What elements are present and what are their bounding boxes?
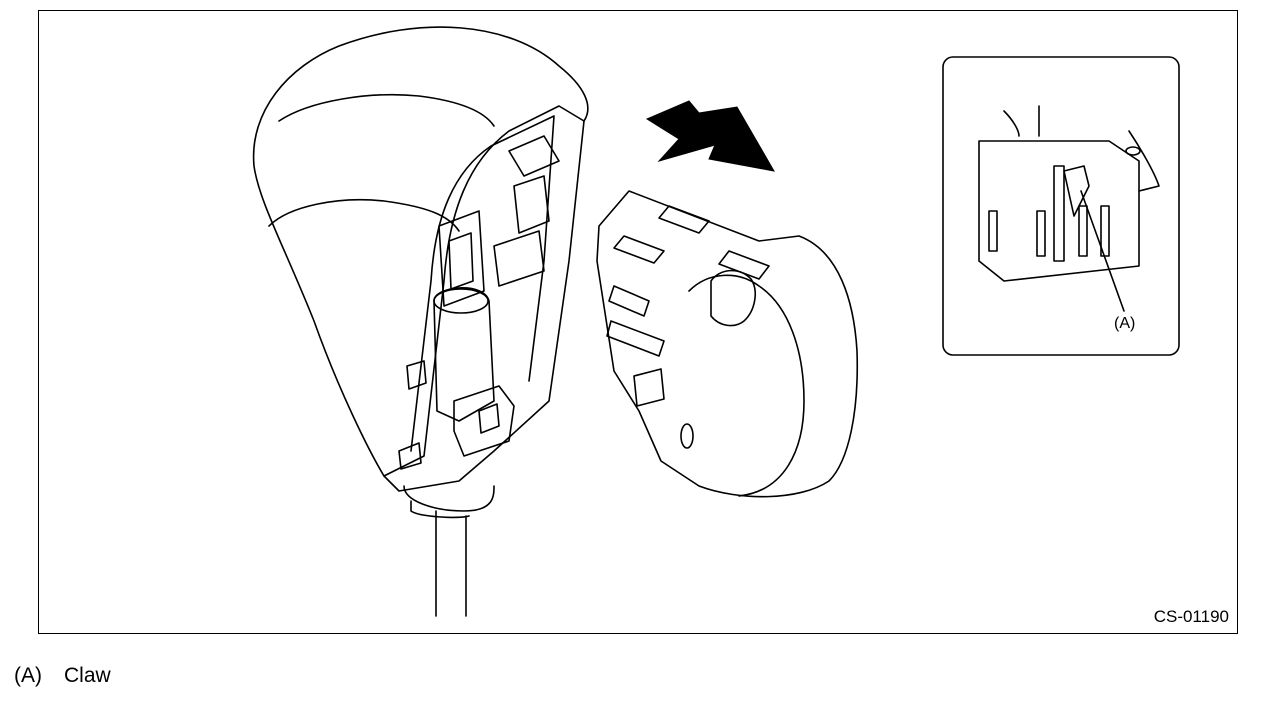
- cover-side-slot-2: [606, 320, 665, 357]
- sleeve-clip: [453, 385, 515, 457]
- knob-internal-slot: [448, 232, 474, 290]
- knob-collar: [403, 485, 495, 512]
- legend-key: (A): [14, 664, 42, 687]
- sleeve-clip-window: [478, 403, 500, 434]
- shift-knob-shell: [252, 26, 589, 477]
- removed-cover: [596, 190, 859, 498]
- shaft-sleeve-top: [433, 288, 489, 314]
- shift-knob-highlight: [268, 198, 460, 232]
- inset-slot-3: [1100, 205, 1110, 257]
- figure-frame: (A) CS-01190: [38, 10, 1238, 634]
- diagram-illustration: [252, 26, 1180, 617]
- knob-rim: [383, 105, 585, 492]
- cover-side-slot: [608, 285, 650, 317]
- inset-frame: [942, 56, 1180, 356]
- removal-direction-arrow: [645, 100, 775, 172]
- inset-slot-2: [1078, 205, 1088, 257]
- knob-internal-rib: [438, 210, 485, 307]
- inset-part-body: [978, 140, 1140, 282]
- inset-slot-5: [1036, 210, 1046, 257]
- cover-side-tab: [633, 368, 665, 407]
- inset-slot: [1053, 165, 1065, 262]
- inset-part-right: [1128, 130, 1160, 192]
- cover-top-slot: [658, 205, 710, 234]
- knob-internal-tab: [508, 135, 560, 177]
- knob-internal-tab-2: [513, 175, 550, 234]
- knob-collar-lower: [410, 500, 470, 519]
- inset-hole: [1125, 146, 1141, 156]
- cover-oval-hole: [680, 423, 694, 449]
- legend: (A) Claw: [14, 664, 111, 688]
- cover-top-slot-3: [718, 250, 770, 280]
- cover-front-face: [688, 274, 805, 497]
- cover-boss: [710, 269, 756, 327]
- knob-internal-tab-3: [493, 230, 545, 287]
- legend-text: Claw: [64, 664, 111, 687]
- inset-claw: [1063, 165, 1090, 217]
- shaft-sleeve: [433, 287, 495, 422]
- inset-slot-4: [988, 210, 998, 252]
- knob-rim-inner: [410, 115, 555, 452]
- knob-small-tab-2: [398, 442, 422, 470]
- figure-code: CS-01190: [1153, 607, 1229, 626]
- shift-knob-highlight-2: [278, 93, 495, 127]
- inset-leader-line: [1080, 190, 1125, 312]
- inset-part-top: [1003, 110, 1020, 137]
- cover-top-slot-2: [613, 235, 665, 264]
- knob-small-tab: [406, 360, 427, 390]
- inset-callout-label: (A): [1114, 315, 1136, 332]
